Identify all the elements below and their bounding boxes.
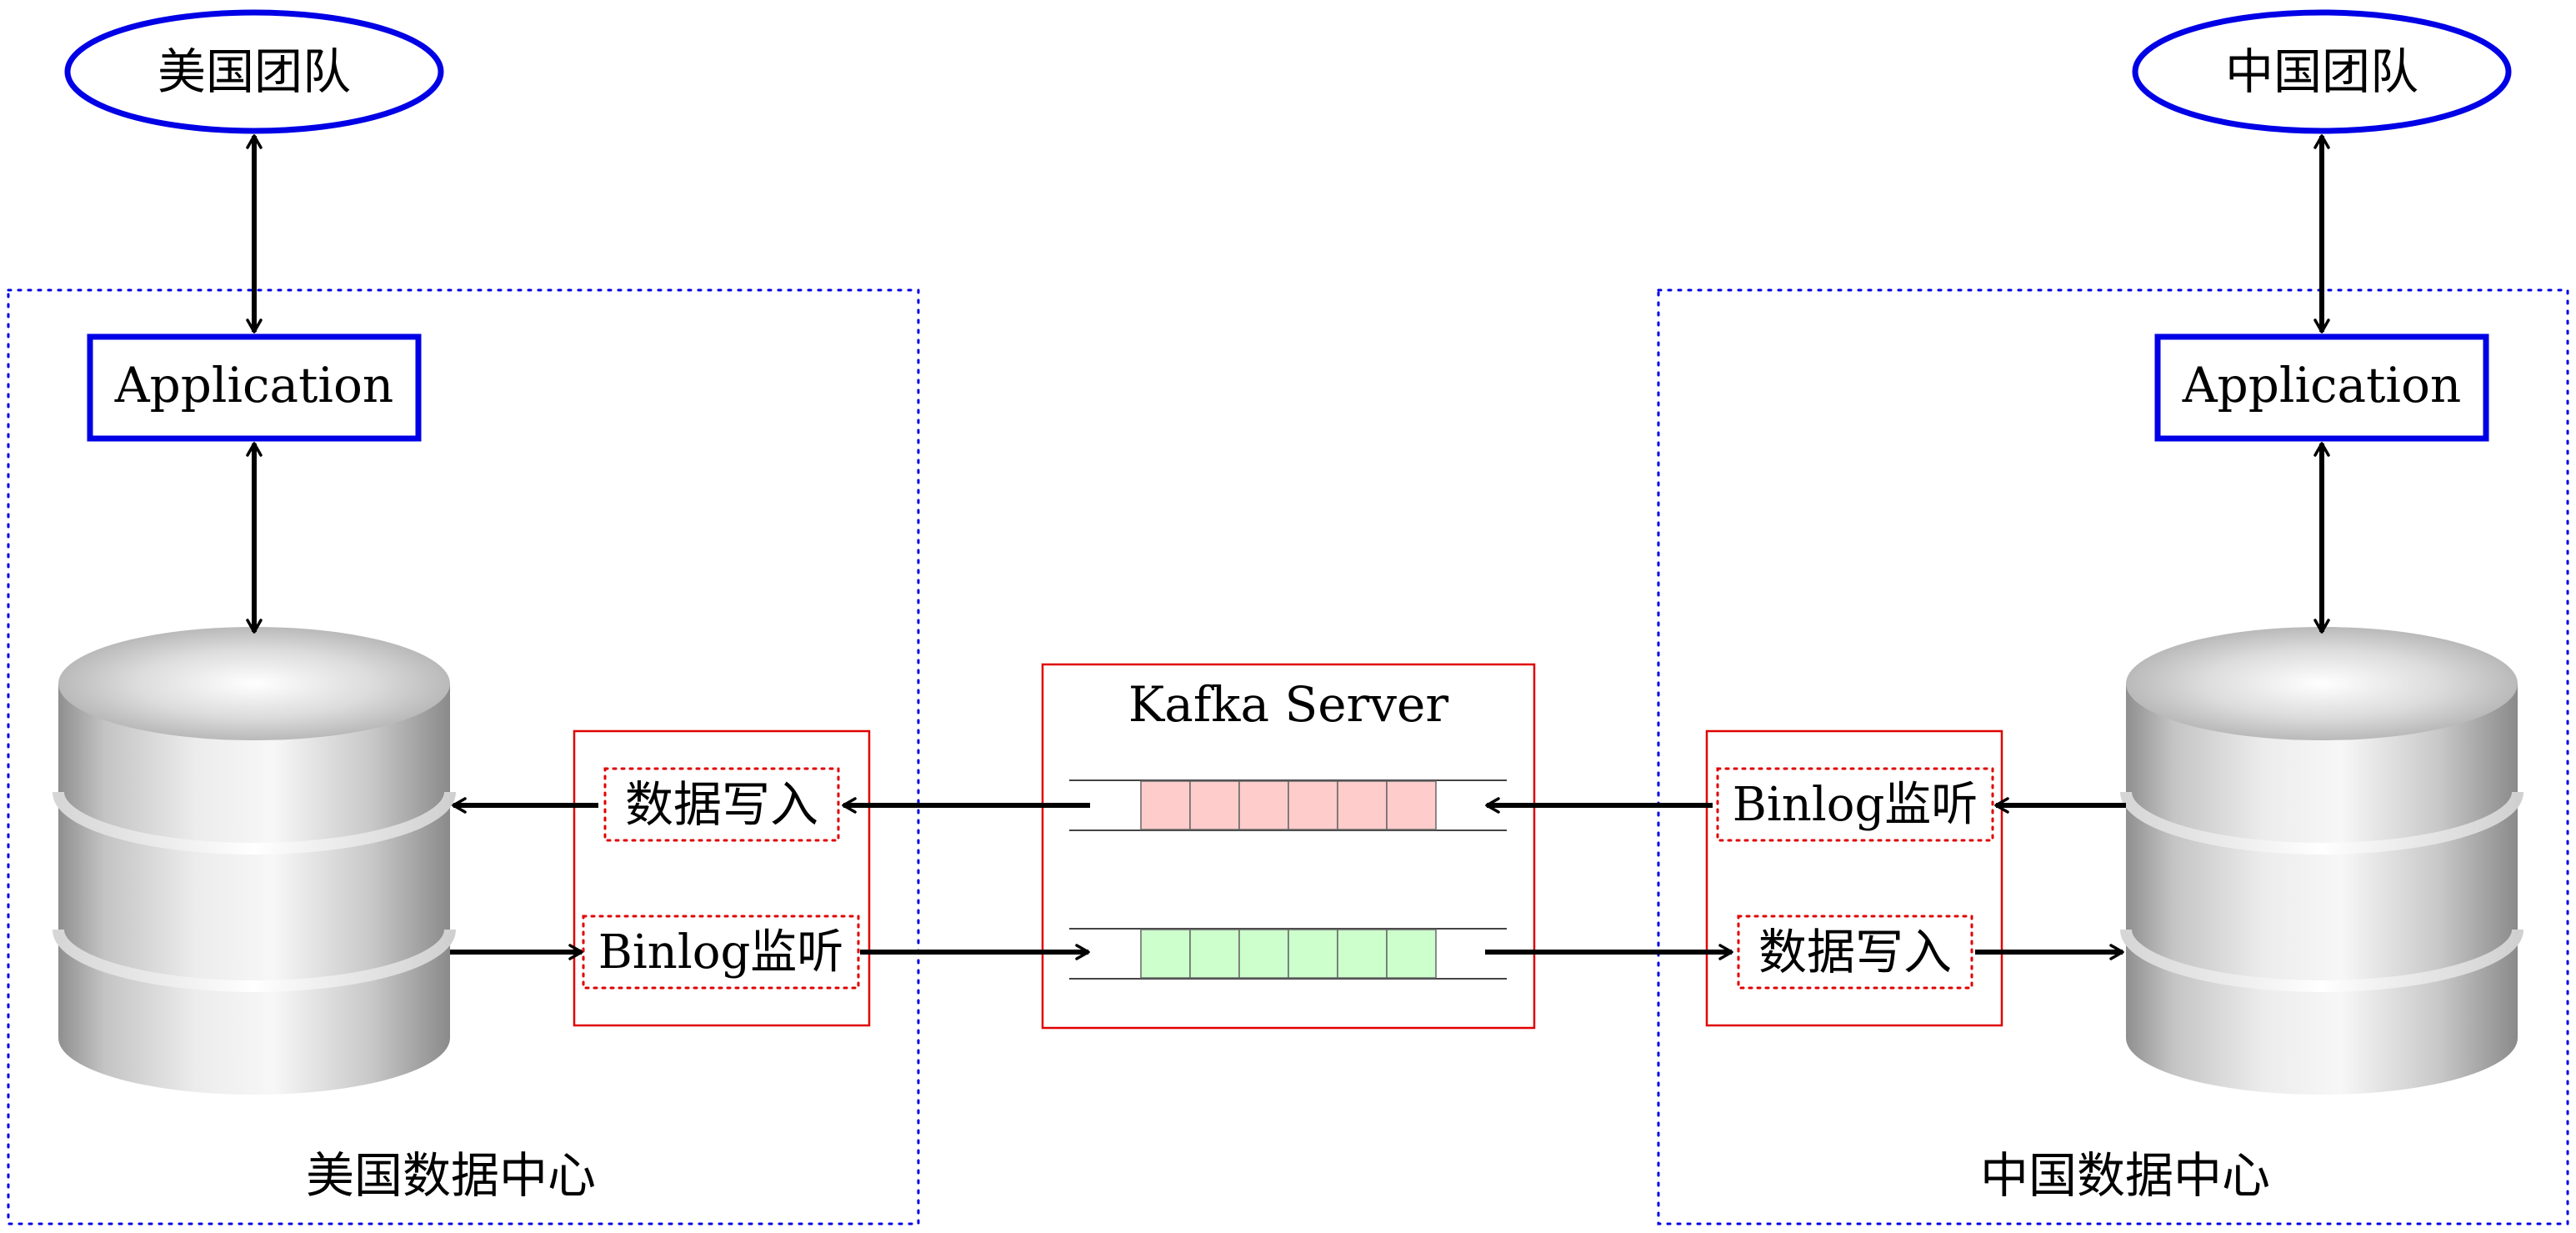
kafka-queue-to-cn bbox=[1069, 928, 1507, 980]
cn-write-label: 数据写入 bbox=[1758, 924, 1952, 980]
us-team-ellipse bbox=[64, 9, 444, 134]
arrows bbox=[246, 134, 2330, 960]
kafka-queue-cell bbox=[1189, 929, 1240, 979]
us-write-label: 数据写入 bbox=[625, 776, 818, 833]
cn-team-ellipse bbox=[2132, 9, 2512, 134]
cn-binlog-label: Binlog监听 bbox=[1733, 778, 1978, 832]
us-database-icon bbox=[53, 627, 456, 1095]
us-sync-box: 数据写入 Binlog监听 bbox=[573, 729, 871, 1027]
kafka-queue-cell bbox=[1140, 929, 1191, 979]
us-application-box bbox=[87, 333, 422, 442]
kafka-queue-cell bbox=[1140, 780, 1191, 830]
us-sync-frame bbox=[573, 729, 871, 1027]
cn-team-node[interactable]: 中国团队 bbox=[2132, 9, 2512, 134]
kafka-queue-cell bbox=[1288, 780, 1338, 830]
kafka-queue-cell bbox=[1288, 929, 1338, 979]
us-application-node[interactable]: Application bbox=[87, 333, 422, 442]
us-datacenter-boundary bbox=[7, 288, 920, 1225]
kafka-queue-cell bbox=[1386, 780, 1437, 830]
kafka-queue-cell bbox=[1189, 780, 1240, 830]
us-binlog-box bbox=[582, 915, 860, 990]
us-datacenter: 美国数据中心 bbox=[7, 288, 920, 1225]
us-team-node[interactable]: 美国团队 bbox=[64, 9, 444, 134]
kafka-queue-cell bbox=[1238, 780, 1289, 830]
us-team-label: 美国团队 bbox=[158, 43, 351, 100]
cn-datacenter: 中国数据中心 bbox=[1657, 288, 2569, 1225]
us-application-label: Application bbox=[114, 357, 393, 414]
us-datacenter-title: 美国数据中心 bbox=[306, 1147, 596, 1204]
cn-write-box bbox=[1737, 915, 1973, 990]
cn-sync-frame bbox=[1705, 729, 2003, 1027]
cn-application-box bbox=[2154, 333, 2489, 442]
cn-database-icon bbox=[2120, 627, 2523, 1095]
cn-application-label: Application bbox=[2182, 357, 2461, 414]
cn-team-label: 中国团队 bbox=[2225, 43, 2418, 100]
kafka-server: Kafka Server bbox=[1041, 663, 1536, 1030]
cn-datacenter-title: 中国数据中心 bbox=[1980, 1147, 2270, 1204]
cn-application-node[interactable]: Application bbox=[2154, 333, 2489, 442]
us-binlog-label: Binlog监听 bbox=[598, 925, 844, 980]
kafka-queue-cell bbox=[1238, 929, 1289, 979]
us-write-box bbox=[603, 767, 840, 842]
cn-binlog-box bbox=[1716, 767, 1994, 842]
kafka-queue-cell bbox=[1337, 780, 1388, 830]
kafka-server-frame bbox=[1041, 663, 1536, 1030]
kafka-queue-to-us bbox=[1069, 779, 1507, 831]
kafka-queue-cell bbox=[1337, 929, 1388, 979]
kafka-queue-cell bbox=[1386, 929, 1437, 979]
cn-sync-box: Binlog监听 数据写入 bbox=[1705, 729, 2003, 1027]
kafka-server-title: Kafka Server bbox=[1128, 676, 1448, 733]
